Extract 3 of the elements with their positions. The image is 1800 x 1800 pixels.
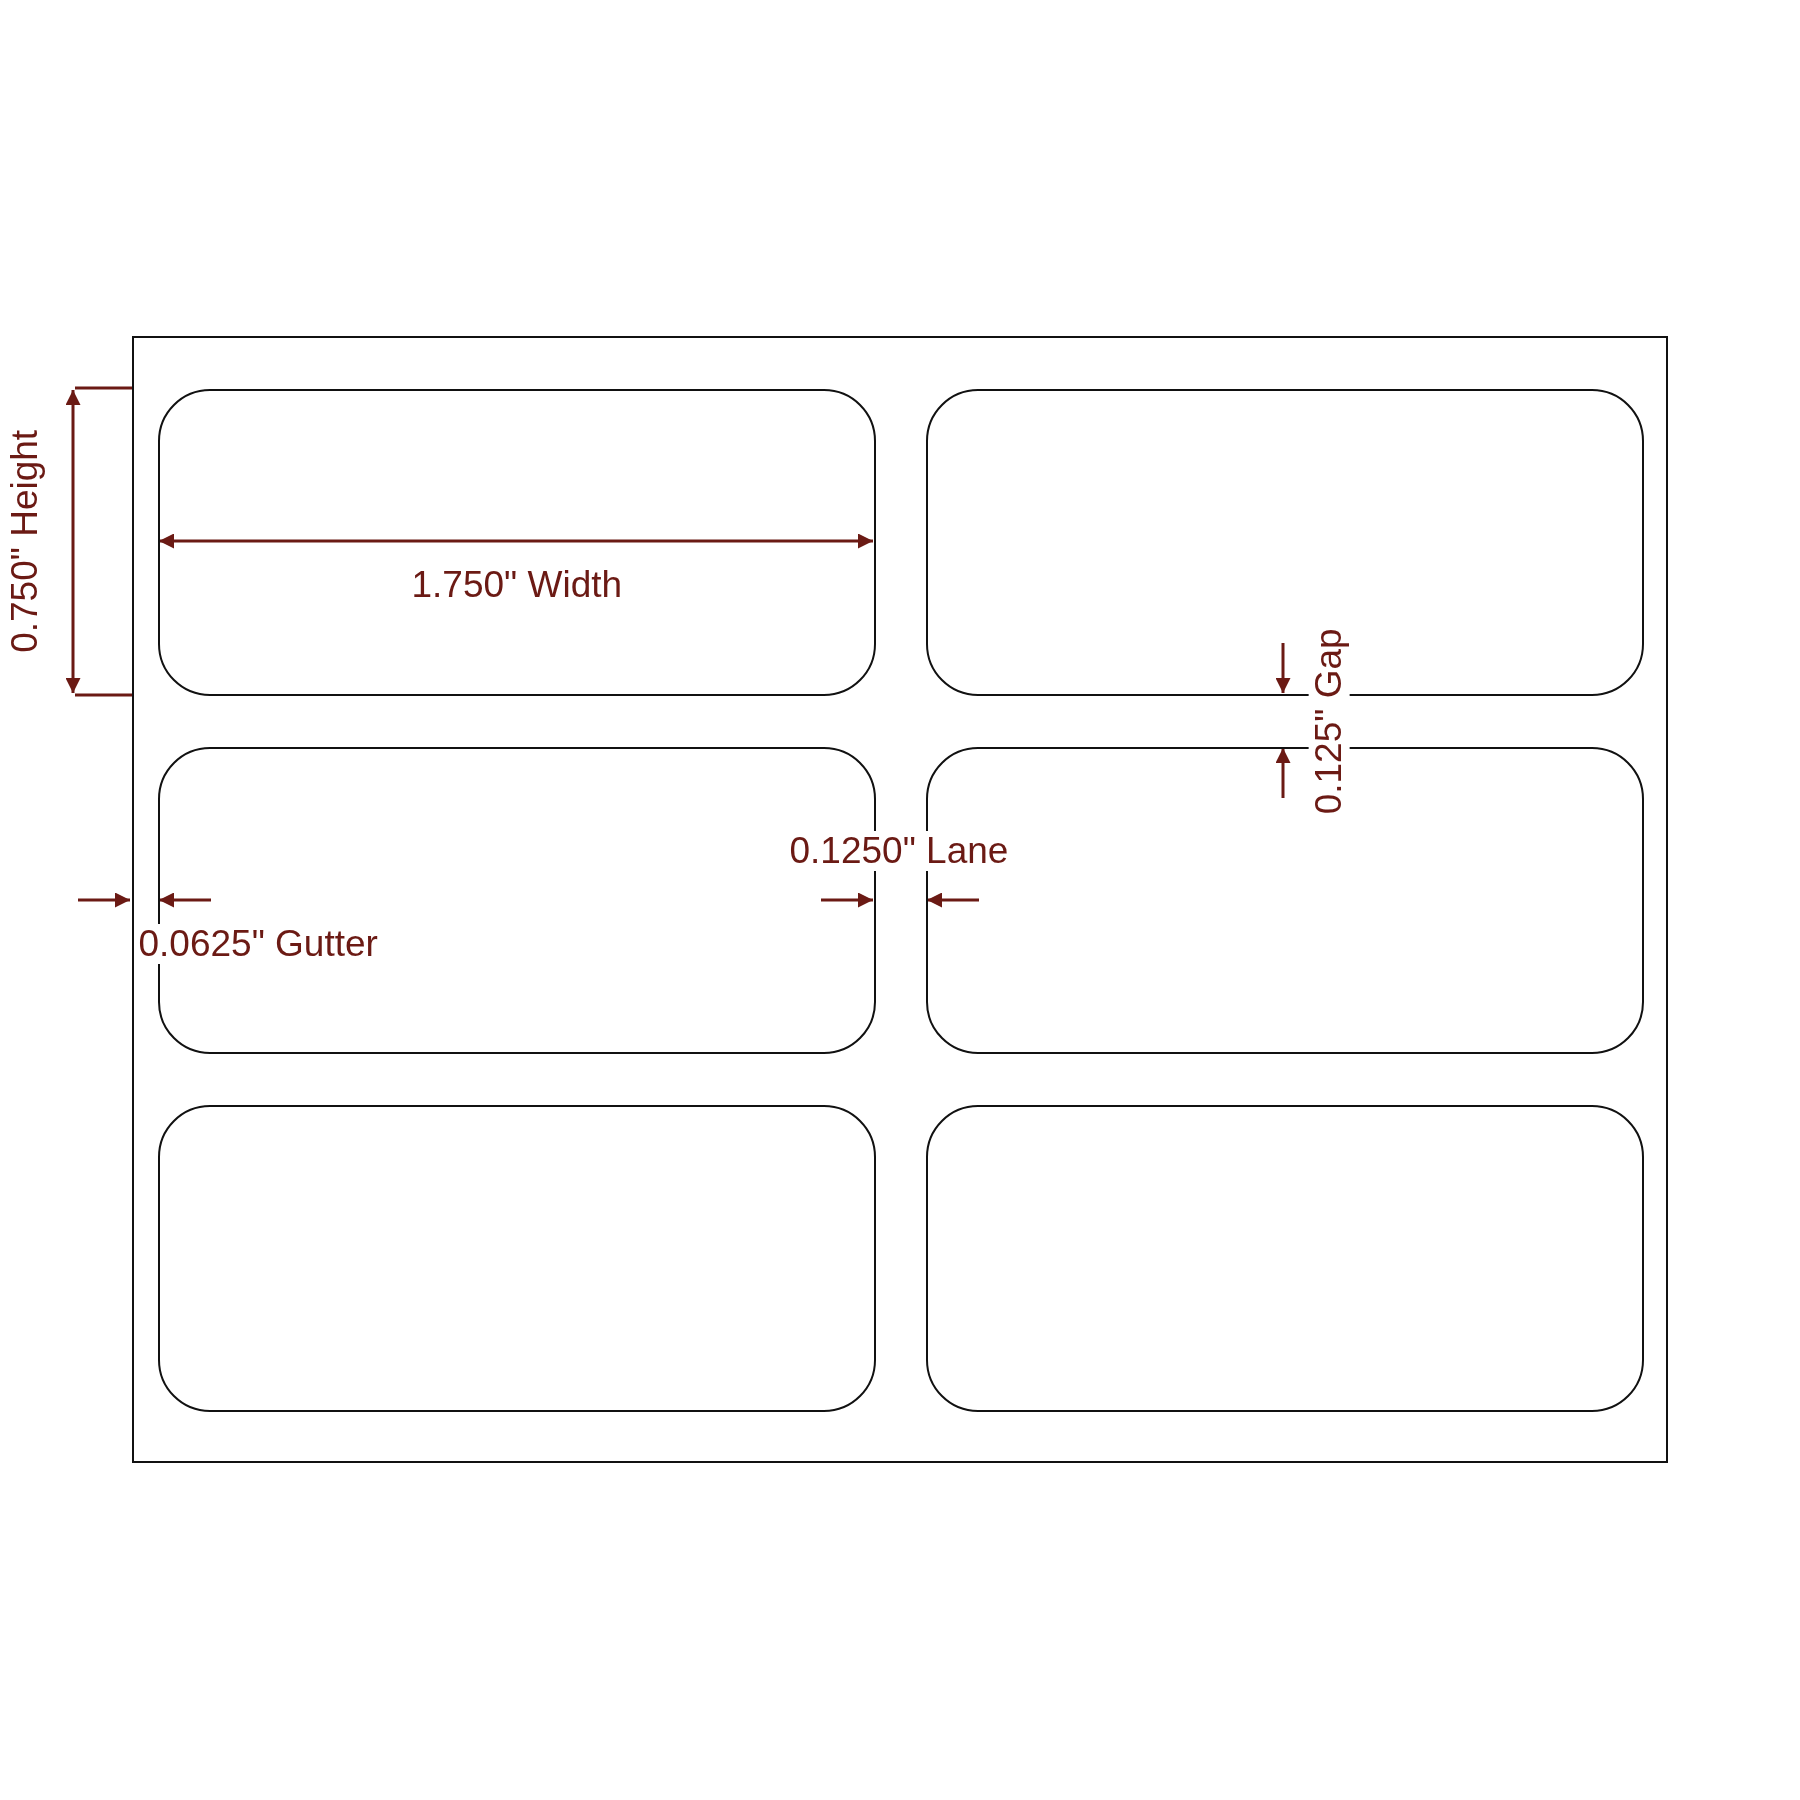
label-outline [158, 1105, 876, 1412]
label-outline [926, 1105, 1644, 1412]
dimension-label: 0.0625" Gutter [136, 923, 380, 965]
